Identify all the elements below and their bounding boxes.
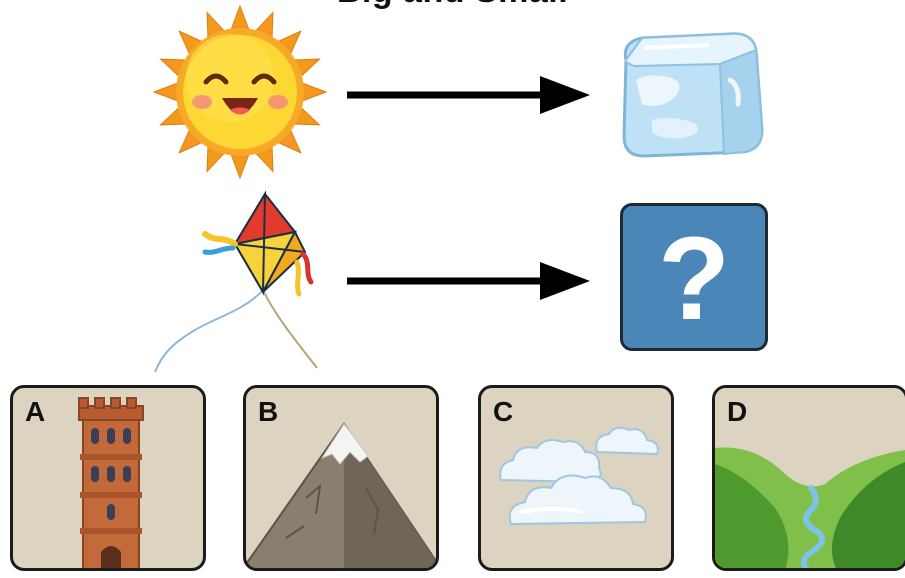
mountain-icon (246, 422, 436, 568)
unknown-answer-box: ? (620, 203, 768, 351)
option-d-card[interactable]: D (712, 385, 905, 571)
option-a-letter: A (25, 396, 46, 427)
option-b-letter: B (258, 396, 279, 427)
option-d-letter: D (727, 396, 748, 427)
ice-cube-icon (622, 32, 764, 158)
arrow-bottom-icon (347, 262, 590, 300)
puzzle-title: Big and Small (0, 0, 905, 11)
sun-icon (152, 5, 328, 180)
option-a-card[interactable]: A (10, 385, 206, 571)
kite-icon (154, 190, 318, 373)
question-mark: ? (657, 213, 731, 345)
option-c-card[interactable]: C (478, 385, 674, 571)
option-c-letter: C (493, 396, 514, 427)
valley-icon (715, 388, 905, 568)
tower-icon (78, 397, 144, 568)
arrow-top-icon (347, 76, 590, 114)
option-b-card[interactable]: B (243, 385, 439, 571)
clouds-icon (499, 426, 659, 526)
